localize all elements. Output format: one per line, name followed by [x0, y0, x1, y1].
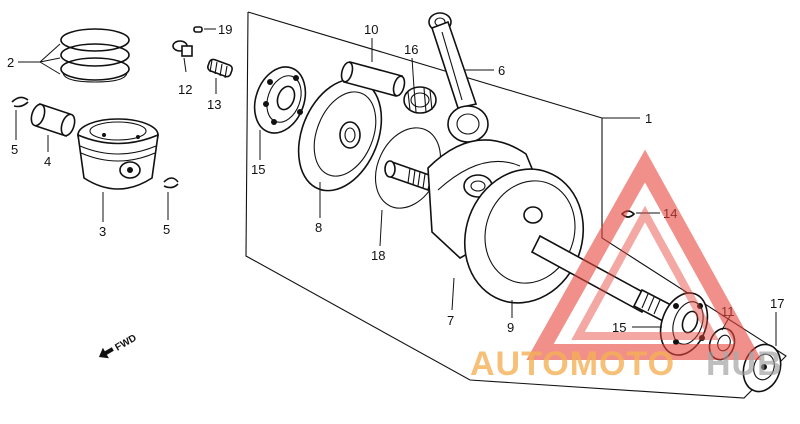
main-bearing-upper	[253, 66, 307, 134]
part-number-labels: 1 2 3 4 5 5 6 7 8 9 10 11 12 13 14 15 15…	[7, 22, 784, 335]
piston-pin-clip-right	[163, 177, 179, 189]
piston-rings	[60, 28, 130, 83]
part-label-12: 12	[178, 82, 192, 97]
main-bearing-lower	[659, 292, 709, 356]
watermark-brand-part1: AUTOMOTO	[470, 345, 675, 383]
part-label-2: 2	[7, 55, 14, 70]
part-label-13: 13	[207, 97, 221, 112]
part-label-15-lower: 15	[612, 320, 626, 335]
part-label-4: 4	[44, 154, 51, 169]
part-label-19: 19	[218, 22, 232, 37]
needle-bearing	[403, 86, 437, 114]
flywheel-plate	[297, 78, 383, 192]
piston	[77, 118, 159, 190]
small-pin	[193, 26, 203, 33]
watermark-brand-part2: HUB	[706, 345, 783, 383]
piston-pin-clip-left	[11, 96, 29, 108]
watermark-triangle-logo	[526, 149, 762, 360]
connecting-rod	[428, 12, 489, 143]
part-label-18: 18	[371, 248, 385, 263]
leader-lines	[15, 28, 777, 346]
part-label-6: 6	[498, 63, 505, 78]
piston-pin	[30, 102, 76, 138]
part-label-7: 7	[447, 313, 454, 328]
part-label-5-right: 5	[163, 222, 170, 237]
part-label-9: 9	[507, 320, 514, 335]
part-label-3: 3	[99, 224, 106, 239]
fwd-marker: FWD	[98, 333, 139, 359]
crank-pin	[340, 61, 406, 97]
part-label-16: 16	[404, 42, 418, 57]
part-label-5-left: 5	[11, 142, 18, 157]
spring-insert	[206, 58, 234, 79]
part-label-17: 17	[770, 296, 784, 311]
bolt	[172, 40, 193, 73]
part-label-1: 1	[645, 111, 652, 126]
part-label-10: 10	[364, 22, 378, 37]
fwd-label: FWD	[113, 333, 138, 354]
part-label-15-upper: 15	[251, 162, 265, 177]
part-label-8: 8	[315, 220, 322, 235]
automotohub-watermark: AUTOMOTO HUB	[470, 149, 783, 383]
